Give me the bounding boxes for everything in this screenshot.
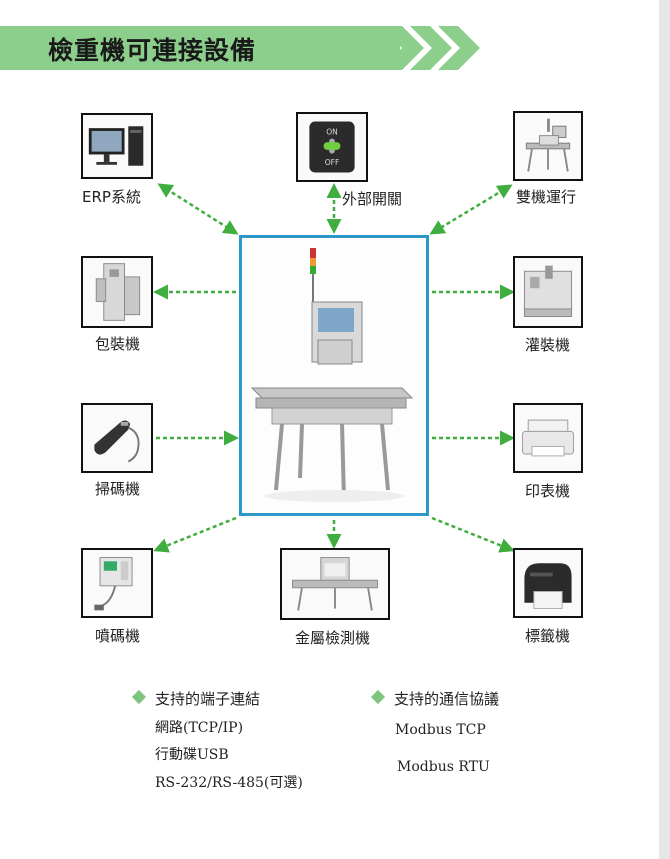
page-edge	[659, 0, 670, 859]
packaging-machine-icon	[81, 256, 153, 328]
metal-label: 金屬檢測機	[295, 629, 371, 647]
arrow-erp	[157, 183, 239, 235]
arrow-labeler	[431, 516, 515, 553]
switch-off-text: OFF	[325, 158, 340, 167]
terminal-item: 行動碟USB	[155, 747, 229, 763]
protocol-item: Modbus RTU	[397, 759, 490, 775]
terminal-item: RS-232/RS-485(可選)	[155, 775, 303, 791]
barcode-scanner-icon	[81, 403, 153, 473]
arrow-dual	[429, 184, 513, 235]
switch-label: 外部開關	[342, 190, 403, 208]
terminals-heading: 支持的端子連結	[155, 690, 261, 708]
filler-label: 灌裝機	[525, 336, 571, 354]
on-off-switch-icon: ON OFF	[296, 112, 368, 182]
label-printer-icon	[513, 548, 583, 618]
metal-detector-icon	[280, 548, 390, 620]
arrow-inkjet	[153, 516, 237, 553]
title-banner	[0, 26, 400, 70]
checkweigher-image	[239, 235, 429, 516]
checkweigher-icon	[513, 111, 583, 181]
printer-label: 印表機	[525, 482, 571, 500]
terminal-item: 網路(TCP/IP)	[155, 720, 244, 736]
labeler-label: 標籤機	[525, 627, 571, 645]
erp-label: ERP系統	[82, 188, 141, 206]
printer-icon	[513, 403, 583, 473]
protocols-heading: 支持的通信協議	[394, 690, 500, 708]
protocol-item: Modbus TCP	[395, 722, 486, 738]
inkjet-coder-icon	[81, 548, 153, 618]
scanner-label: 掃碼機	[95, 480, 141, 498]
filling-machine-icon	[513, 256, 583, 328]
chevron-arrows-icon	[380, 26, 480, 70]
dual-label: 雙機運行	[516, 188, 577, 206]
page-title: 檢重機可連接設備	[48, 36, 257, 65]
switch-on-text: ON	[326, 128, 338, 137]
computer-icon	[81, 113, 153, 179]
inkjet-label: 噴碼機	[95, 627, 141, 645]
packer-label: 包裝機	[95, 335, 141, 353]
